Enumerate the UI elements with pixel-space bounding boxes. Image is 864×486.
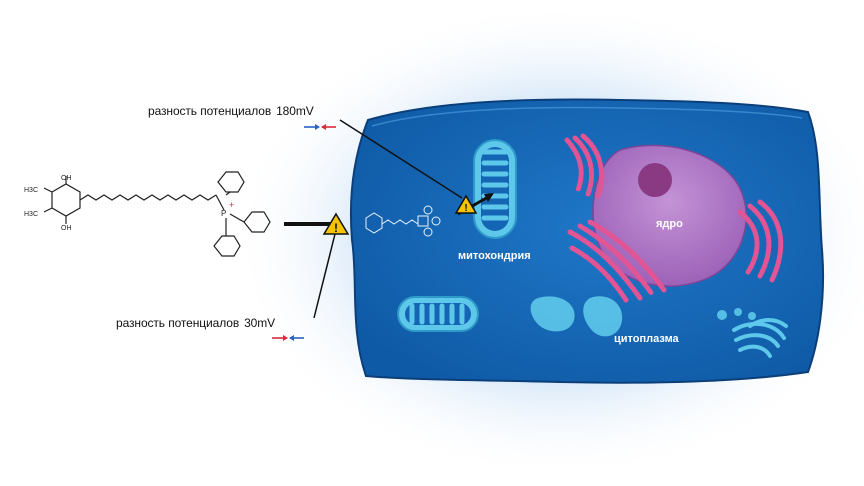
methyl-top-label: H3C bbox=[24, 187, 38, 194]
potential-value: 180mV bbox=[276, 104, 314, 118]
pointer-line-lower bbox=[313, 229, 337, 319]
cytoplasm-vesicles bbox=[530, 296, 756, 337]
potential-text: разность потенциалов bbox=[148, 104, 272, 118]
oh-bottom-label: OH bbox=[61, 225, 72, 232]
svg-text:!: ! bbox=[334, 221, 338, 235]
blue-arrow-icon bbox=[289, 335, 294, 341]
nucleolus bbox=[638, 163, 672, 197]
nucleus-label: ядро bbox=[656, 218, 683, 230]
charge-label: + bbox=[229, 200, 234, 210]
red-arrow-icon bbox=[283, 335, 288, 341]
potential-label-plasma: разность потенциалов 30mV bbox=[116, 316, 275, 330]
potential-value: 30mV bbox=[244, 316, 276, 330]
mitochondrion-label: митохондрия bbox=[458, 250, 531, 262]
oh-top-label: OH bbox=[61, 175, 72, 182]
phosphorus-label: P bbox=[221, 209, 226, 218]
golgi-apparatus bbox=[732, 318, 788, 358]
potential-text: разность потенциалов bbox=[116, 316, 240, 330]
arrows-plasma bbox=[272, 335, 304, 341]
red-arrow-icon bbox=[321, 124, 326, 130]
cytoplasm-label: цитоплазма bbox=[614, 333, 679, 345]
pointer-line-upper bbox=[339, 119, 463, 199]
mitochondrion-upper bbox=[473, 139, 517, 239]
endoplasmic-reticulum bbox=[564, 133, 784, 303]
warning-icon-membrane: ! bbox=[322, 212, 350, 235]
molecule-large bbox=[43, 171, 271, 257]
svg-text:!: ! bbox=[464, 203, 467, 214]
potential-label-mitochondrial: разность потенциалов 180mV bbox=[148, 104, 314, 118]
molecule-small bbox=[365, 205, 441, 237]
warning-icon-mitochondrion: ! bbox=[454, 194, 478, 214]
mitochondrion-lower bbox=[397, 296, 479, 332]
arrows-mitochondrial bbox=[304, 124, 336, 130]
mito-arrow-head bbox=[484, 193, 494, 202]
blue-arrow-icon bbox=[315, 124, 320, 130]
methyl-bottom-label: H3C bbox=[24, 211, 38, 218]
